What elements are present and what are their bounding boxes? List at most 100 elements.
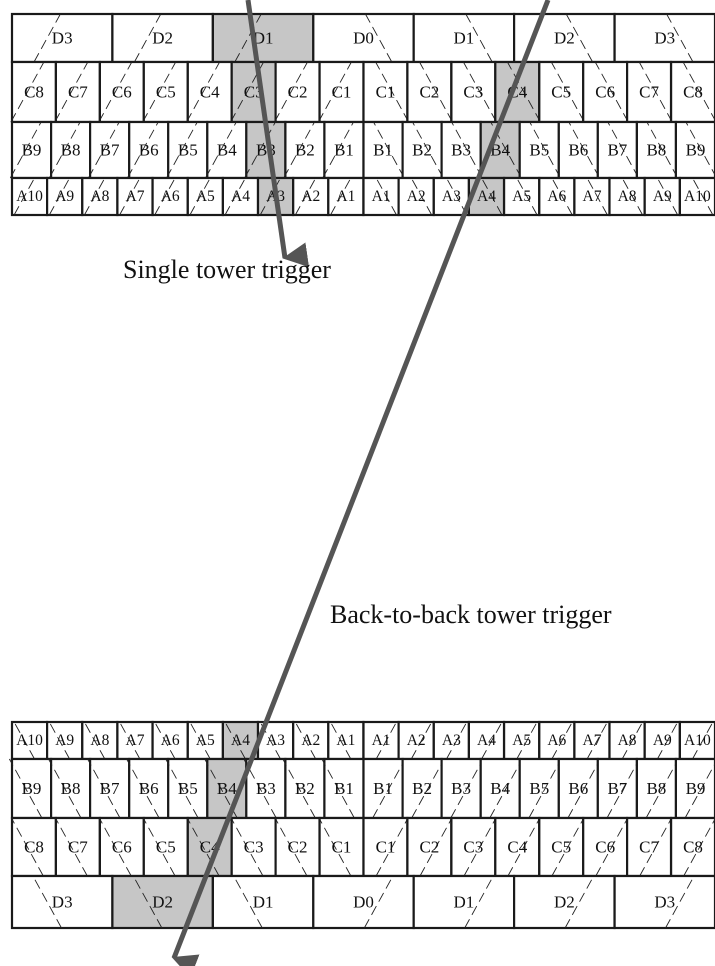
tower-label-c5: C5	[551, 83, 571, 102]
tower-label-c7: C7	[68, 838, 88, 857]
tower-label-b5: B5	[529, 141, 549, 160]
tower-label-b3: B3	[451, 141, 471, 160]
tower-label-a8: A8	[90, 732, 109, 749]
tower-boundary-line	[564, 875, 595, 929]
tower-boundary-line	[321, 758, 355, 819]
tower-cell-b1	[362, 757, 404, 820]
tower-label-c7: C7	[639, 838, 659, 857]
tower-boundary-line	[375, 721, 397, 760]
tower-label-a5: A5	[512, 188, 531, 205]
tower-cell-d1	[412, 874, 516, 930]
tower-boundary-line	[322, 121, 354, 179]
tower-cell-d3	[10, 874, 114, 930]
tower-boundary-line	[529, 121, 561, 179]
tower-label-a5: A5	[196, 732, 215, 749]
tower-boundary-line	[154, 177, 176, 216]
tower-boundary-line	[119, 721, 141, 760]
tower-label-c1: C1	[376, 838, 396, 857]
tower-label-b8: B8	[646, 141, 666, 160]
tower-boundary-line	[205, 121, 237, 179]
tower-label-d1: D1	[253, 29, 274, 48]
tower-boundary-line	[274, 61, 308, 123]
tower-cell-d3	[613, 12, 715, 64]
tower-cell-c5	[142, 60, 189, 124]
tower-boundary-line	[410, 721, 433, 760]
tower-label-a9: A9	[653, 188, 672, 205]
tower-label-b4: B4	[490, 141, 510, 160]
tower-label-a4: A4	[477, 188, 496, 205]
tower-boundary-line	[507, 61, 541, 123]
tower-boundary-line	[98, 61, 133, 123]
tower-label-c7: C7	[639, 83, 659, 102]
single-tower-track	[245, 0, 310, 268]
tower-label-b4: B4	[217, 779, 237, 798]
tower-label-c5: C5	[156, 83, 176, 102]
tower-boundary-line	[464, 875, 494, 929]
tower-label-a7: A7	[583, 732, 602, 749]
tower-cell-b3	[245, 757, 287, 820]
tower-label-b6: B6	[139, 779, 159, 798]
tower-label-a10: A10	[16, 188, 43, 205]
tower-label-c6: C6	[595, 838, 615, 857]
tower-cell-c5	[142, 816, 189, 878]
tower-boundary-line	[567, 758, 601, 819]
tower-boundary-line	[646, 121, 679, 179]
tower-boundary-line	[189, 721, 211, 760]
tower-boundary-line	[412, 121, 444, 179]
tower-label-b9: B9	[22, 141, 42, 160]
tower-cell-d1	[211, 874, 315, 930]
tower-label-a9: A9	[653, 732, 672, 749]
tower-label-c2: C2	[419, 83, 439, 102]
tower-label-b8: B8	[646, 779, 666, 798]
tower-cell-c3	[450, 60, 497, 124]
tower-boundary-line	[657, 721, 679, 760]
tower-label-d0: D0	[353, 893, 374, 912]
tower-boundary-line	[11, 817, 44, 877]
tower-cell-c1	[362, 816, 409, 878]
tower-cell-c4	[494, 816, 541, 878]
tower-cell-b9	[10, 757, 53, 820]
tower-label-b7: B7	[607, 779, 627, 798]
tower-label-b2: B2	[295, 141, 315, 160]
tower-label-a2: A2	[407, 188, 426, 205]
tower-label-b8: B8	[61, 141, 81, 160]
tower-boundary-line	[126, 758, 160, 819]
tower-boundary-line	[481, 177, 503, 216]
tower-boundary-line	[516, 721, 538, 760]
tower-boundary-line	[685, 121, 715, 176]
tower-label-a9: A9	[55, 732, 74, 749]
tower-boundary-line	[451, 121, 483, 179]
tower-boundary-line	[13, 177, 35, 216]
tower-label-b6: B6	[568, 779, 588, 798]
tower-cell-c8	[669, 816, 715, 878]
tower-boundary-line	[294, 721, 317, 760]
tower-boundary-line	[365, 13, 393, 63]
tower-label-a8: A8	[618, 188, 637, 205]
tower-boundary-line	[375, 177, 397, 216]
tower-label-c1: C1	[332, 838, 352, 857]
tower-boundary-line	[48, 177, 70, 216]
tower-boundary-line	[419, 61, 453, 123]
tower-label-a3: A3	[442, 732, 461, 749]
tower-label-c8: C8	[683, 83, 703, 102]
tower-label-d3: D3	[654, 29, 675, 48]
tower-boundary-line	[586, 721, 608, 760]
tower-label-a2: A2	[301, 188, 320, 205]
tower-boundary-line	[142, 61, 177, 123]
tower-label-b2: B2	[412, 141, 432, 160]
tower-label-d2: D2	[152, 893, 173, 912]
tower-boundary-line	[551, 721, 573, 760]
tower-boundary-line	[224, 177, 246, 216]
tower-label-b8: B8	[61, 779, 81, 798]
tower-label-b5: B5	[529, 779, 549, 798]
tower-boundary-line	[84, 177, 106, 216]
tower-boundary-line	[119, 177, 141, 216]
tower-label-a1: A1	[372, 732, 391, 749]
tower-boundary-line	[204, 758, 238, 819]
tower-boundary-line	[88, 121, 120, 179]
tower-label-b9: B9	[22, 779, 42, 798]
tower-boundary-line	[294, 177, 317, 216]
tower-label-a8: A8	[618, 732, 637, 749]
tower-label-a7: A7	[126, 188, 145, 205]
